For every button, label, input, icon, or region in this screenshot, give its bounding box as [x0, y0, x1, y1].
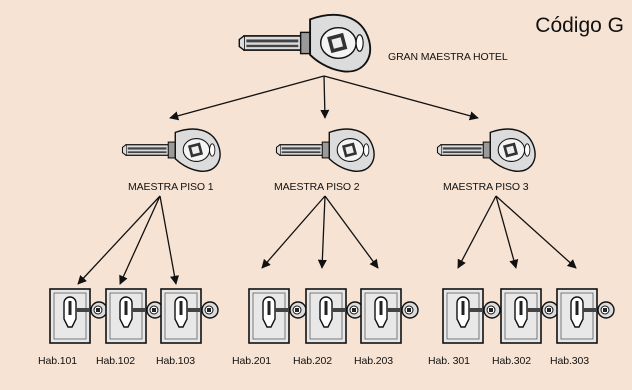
- code-title: Código G: [535, 14, 624, 37]
- key-group: [121, 13, 536, 172]
- room-label-202: Hab.202: [293, 355, 332, 367]
- floor-master-label-2: MAESTRA PISO 2: [274, 181, 360, 193]
- room-label-302: Hab.302: [492, 355, 531, 367]
- room-202-lock-icon: [305, 288, 364, 344]
- arrow-group: [77, 75, 577, 285]
- floor-master-label-3: MAESTRA PISO 3: [443, 181, 529, 193]
- grand-master-label: GRAN MAESTRA HOTEL: [388, 51, 508, 63]
- room-label-101: Hab.101: [38, 355, 77, 367]
- floor-3-master-key-icon: [436, 128, 536, 172]
- room-302-lock-icon: [500, 288, 559, 344]
- room-label-103: Hab.103: [156, 355, 195, 367]
- room-203-lock-icon: [360, 288, 419, 344]
- floor-1-master-key-icon: [121, 128, 221, 172]
- lock-group: [49, 288, 615, 344]
- arrow-gm-to-floor-2: [320, 75, 330, 119]
- arrow-gm-to-floor-1: [169, 75, 325, 121]
- floor-2-master-key-icon: [275, 128, 375, 172]
- grand-master-key-icon: [238, 13, 372, 73]
- room-label-203: Hab.203: [354, 355, 393, 367]
- arrow-floor-2-to-room-3: [324, 195, 379, 269]
- arrow-floor-1-to-room-3: [159, 195, 180, 285]
- room-101-lock-icon: [49, 288, 108, 344]
- arrow-floor-2-to-room-2: [317, 195, 327, 269]
- arrow-floor-1-to-room-1: [77, 195, 161, 285]
- room-label-201: Hab.201: [232, 355, 271, 367]
- room-label-301: Hab. 301: [428, 355, 470, 367]
- arrow-floor-1-to-room-2: [119, 195, 161, 285]
- room-102-lock-icon: [105, 288, 164, 344]
- arrow-floor-2-to-room-1: [261, 195, 326, 269]
- arrow-floor-3-to-room-3: [495, 195, 577, 269]
- room-301-lock-icon: [442, 288, 501, 344]
- room-201-lock-icon: [248, 288, 307, 344]
- room-label-102: Hab.102: [96, 355, 135, 367]
- room-103-lock-icon: [160, 288, 219, 344]
- arrow-floor-3-to-room-2: [495, 195, 519, 269]
- room-label-303: Hab.303: [550, 355, 589, 367]
- arrow-gm-to-floor-3: [323, 75, 479, 121]
- room-303-lock-icon: [556, 288, 615, 344]
- floor-master-label-1: MAESTRA PISO 1: [128, 181, 214, 193]
- arrow-floor-3-to-room-1: [457, 195, 497, 269]
